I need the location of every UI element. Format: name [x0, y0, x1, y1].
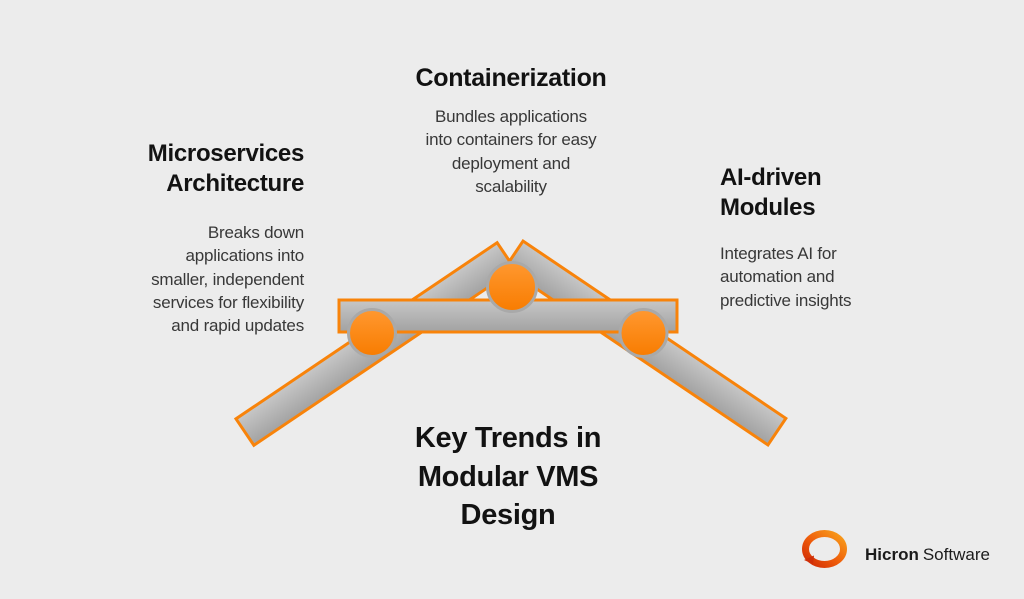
containerization-description-line: into containers for easy	[425, 130, 597, 150]
microservices-title: Microservices Architecture	[54, 139, 305, 199]
page-title-line: Modular VMS	[417, 460, 599, 493]
containerization-description-line: scalability	[475, 176, 547, 196]
microservices-title-line: Microservices	[147, 140, 305, 167]
ai-modules-description-line: Integrates AI for	[720, 244, 837, 263]
brand-name-bold: Hicron	[865, 545, 919, 564]
ai-modules-description-line: automation and	[720, 267, 835, 287]
microservices-description-line: and rapid updates	[171, 316, 304, 336]
ai-modules-title-line: AI-driven	[720, 164, 822, 191]
microservices-title-line: Architecture	[166, 170, 304, 197]
ai-modules-description: Integrates AI for automation and predict…	[720, 242, 950, 312]
microservices-description-line: applications into	[185, 246, 304, 266]
node-circle-right	[618, 308, 669, 358]
containerization-description-line: Bundles applications	[435, 107, 587, 126]
page-title-line: Key Trends in	[414, 422, 602, 454]
node-circle-left	[347, 308, 397, 358]
page-title-line: Design	[460, 499, 556, 531]
microservices-description-line: services for flexibility	[152, 292, 304, 312]
ai-modules-description-line: predictive insights	[720, 290, 852, 310]
containerization-description: Bundles applications into containers for…	[336, 105, 686, 198]
ai-modules-title: AI-driven Modules	[720, 163, 950, 223]
containerization-description-line: deployment and	[451, 153, 571, 173]
brand-name-regular: Software	[922, 545, 990, 564]
node-circle-center	[486, 261, 538, 313]
hicron-logo-icon	[802, 530, 847, 568]
ai-modules-title-line: Modules	[720, 194, 816, 221]
microservices-description-line: smaller, independent	[151, 269, 304, 289]
containerization-title: Containerization	[415, 64, 607, 92]
microservices-description: Breaks down applications into smaller, i…	[54, 221, 304, 337]
microservices-description-line: Breaks down	[207, 223, 304, 242]
page-title: Key Trends in Modular VMS Design	[348, 419, 668, 535]
